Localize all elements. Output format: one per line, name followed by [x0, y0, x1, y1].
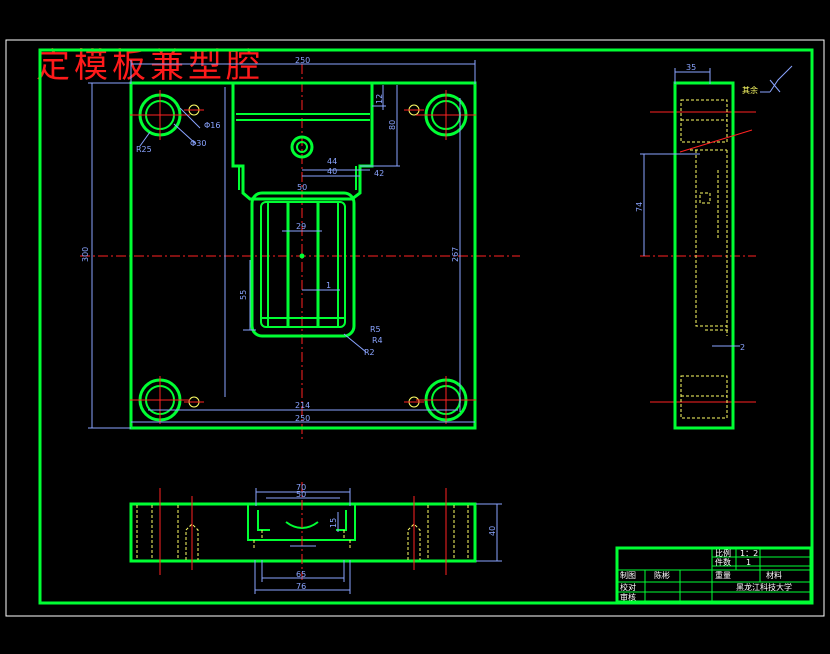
dim-44: 44 — [327, 157, 337, 166]
drawing-border — [38, 48, 814, 605]
dim-50: 50 — [297, 183, 307, 192]
dim-55: 55 — [239, 290, 248, 300]
sec-dim-76: 76 — [296, 582, 306, 591]
section-dimensions — [254, 488, 502, 594]
outer-frame — [5, 39, 825, 617]
tb-scale-value: 1：2 — [740, 549, 758, 558]
dim-right-height: 267 — [451, 247, 460, 262]
section-hidden-lines — [136, 505, 469, 560]
dim-top-width: 250 — [295, 56, 310, 65]
tb-count-label: 件数 — [715, 557, 731, 567]
sec-dim-15: 15 — [329, 518, 338, 528]
sec-dim-50: 50 — [296, 490, 306, 499]
dim-80: 80 — [388, 120, 397, 130]
tb-drawn-label: 制图 — [620, 570, 636, 580]
cavity-inner — [260, 201, 346, 328]
dim-left-height: 300 — [81, 247, 90, 262]
dim-40: 40 — [327, 167, 337, 176]
side-dimensions — [640, 65, 793, 347]
dim-phi-16: Φ16 — [204, 121, 220, 130]
section-outline — [129, 502, 477, 563]
side-dim-74: 74 — [635, 202, 644, 212]
center-dot — [299, 253, 305, 259]
dim-r25: R25 — [136, 145, 152, 154]
tb-approve-label: 审核 — [620, 592, 636, 602]
sec-dim-65: 65 — [296, 570, 306, 579]
side-dim-35: 35 — [686, 63, 696, 72]
section-view: 70 50 15 65 76 40 — [129, 482, 502, 594]
side-plate-outline — [673, 81, 735, 430]
hole-centerlines — [130, 90, 476, 424]
dim-42: 42 — [374, 169, 384, 178]
tb-check-label: 校对 — [620, 582, 636, 592]
dim-1: 1 — [326, 281, 331, 290]
tb-count-value: 1 — [746, 558, 751, 567]
side-dim-2: 2 — [740, 343, 745, 352]
sec-dim-70: 70 — [296, 483, 306, 492]
roughness-note: 其余 — [742, 85, 758, 95]
tb-scale-label: 比例 — [715, 548, 731, 558]
side-view: 35 74 2 其余 — [635, 63, 793, 430]
dim-inner-width: 214 — [295, 401, 310, 410]
sprue-hole-inner — [296, 141, 308, 153]
main-dimensions — [88, 60, 476, 429]
dim-r5: R5 — [370, 325, 381, 334]
section-centerlines — [159, 482, 447, 580]
sprue-hole — [290, 135, 314, 159]
tb-drawn-value: 陈彬 — [654, 570, 670, 580]
side-hidden-lines — [680, 99, 730, 419]
side-red-angle — [679, 129, 753, 153]
dim-r2: R2 — [364, 348, 375, 357]
dim-29: 29 — [296, 222, 306, 231]
sec-dim-40: 40 — [488, 526, 497, 536]
tb-material-label: 材料 — [766, 570, 782, 580]
dim-phi-30: Φ30 — [190, 139, 206, 148]
tb-school: 黑龙江科技大学 — [736, 582, 792, 592]
main-view: 250 300 250 214 267 12 80 42 44 40 50 29… — [80, 56, 520, 440]
title-block: 比例 1：2 件数 1 重量 材料 制图 陈彬 校对 审核 黑龙江科技大学 — [615, 546, 813, 604]
dim-12: 12 — [375, 94, 384, 104]
plate-outline — [129, 81, 477, 430]
dim-bottom-width: 250 — [295, 414, 310, 423]
cavity-outer — [250, 191, 356, 338]
tb-weight-label: 重量 — [715, 570, 731, 580]
drawing-title: 定模板兼型腔 — [36, 46, 264, 86]
dim-r4: R4 — [372, 336, 383, 345]
